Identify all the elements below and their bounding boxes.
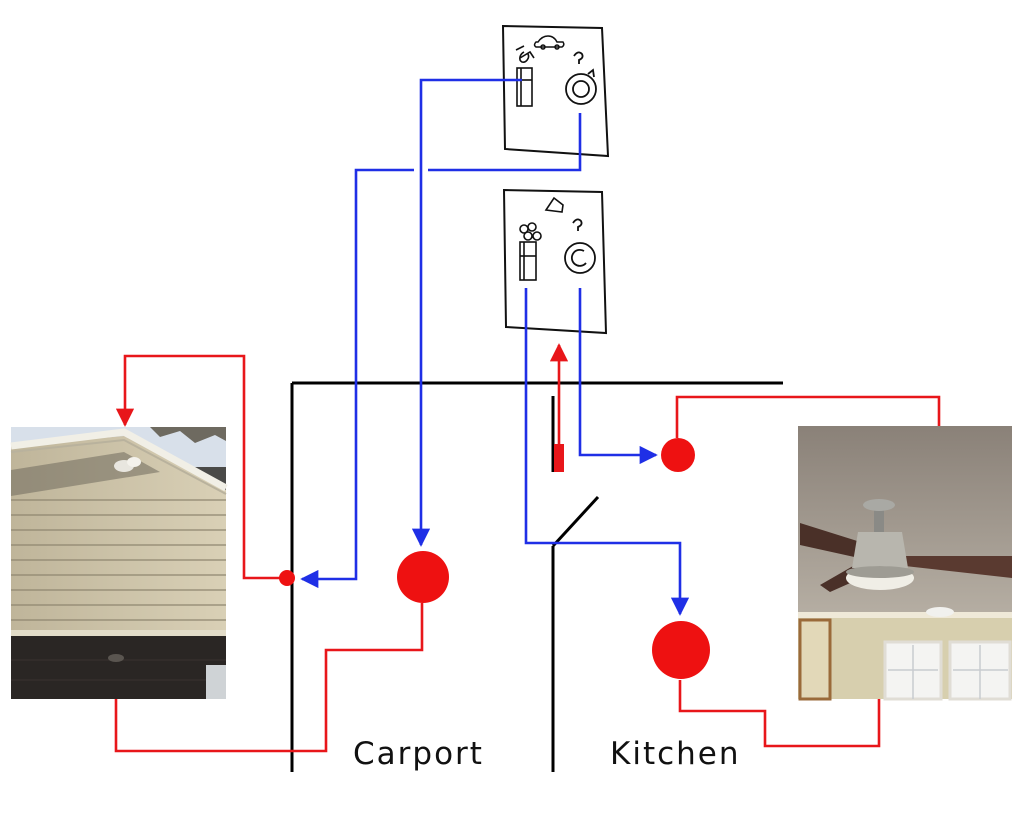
light-dial-icon [565, 51, 597, 105]
wire-exterior-light-to-photo [115, 354, 287, 580]
house-icon [544, 196, 564, 213]
wire-mid-dial-to-kitchen-light [578, 288, 658, 465]
switch-plate-middle [502, 188, 608, 335]
kitchen-ceiling-fan-photo [798, 426, 1012, 701]
car-icon [533, 35, 565, 50]
wire-carport-light-to-photo [106, 603, 424, 753]
kitchen-light [661, 438, 695, 472]
door-swing [551, 495, 600, 548]
wire-top-dial-to-exterior-light-b [300, 168, 414, 589]
carport-light [397, 551, 449, 603]
wire-top-fan-to-carport-light [411, 78, 522, 547]
carport-exterior-photo [10, 427, 228, 699]
wire-top-dial-to-exterior-light [428, 113, 582, 172]
switch-toggle-marker [554, 444, 564, 472]
kitchen-fan [652, 621, 710, 679]
light-dial-icon [564, 218, 596, 274]
carport-label: Carport [353, 736, 484, 772]
fan-switch-icon [519, 222, 542, 281]
walls [290, 381, 783, 772]
switch-plate-top [501, 24, 610, 158]
kitchen-label: Kitchen [610, 736, 741, 772]
blue-wires [300, 78, 690, 616]
exterior-light-junction [279, 570, 295, 586]
wire-kitchen-fan-to-fan-photo [678, 606, 889, 748]
fixtures [279, 438, 710, 679]
wire-mid-fan-to-kitchen-fan [524, 288, 690, 616]
